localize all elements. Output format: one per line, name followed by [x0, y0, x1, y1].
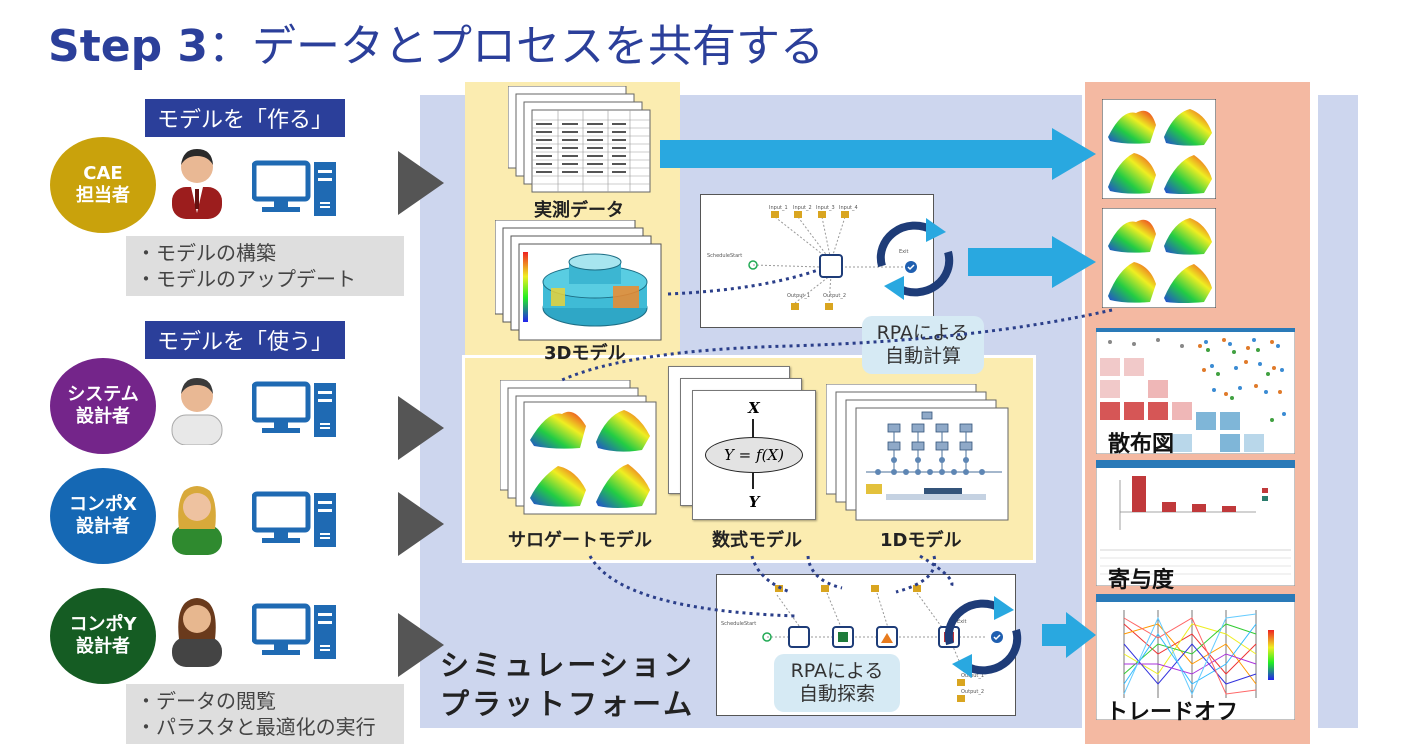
system-designer-badge: システム 設計者: [50, 358, 156, 454]
flow-triangle: [398, 151, 444, 215]
use-model-header: モデルを「使う」: [145, 321, 346, 359]
svg-text:Output_2: Output_2: [823, 293, 846, 299]
contribution-chart: [1096, 460, 1295, 586]
flow-triangle: [398, 396, 444, 460]
svg-text:ScheduleStart: ScheduleStart: [721, 621, 756, 627]
math-model-card: X Y = f(X) Y: [692, 390, 816, 520]
scatter-matrix-plot: [1096, 328, 1295, 454]
use-task-list: データの閲覧 パラスタと最適化の実行: [126, 684, 404, 744]
compy-designer-badge: コンポY 設計者: [50, 588, 156, 684]
page-title: Step 3：データとプロセスを共有する: [48, 21, 824, 72]
computer-icon: [252, 603, 338, 661]
measured-data-sheets: [508, 86, 658, 198]
cycle-arrows-icon: [868, 216, 962, 302]
svg-text:Output_1: Output_1: [787, 293, 810, 299]
cae-engineer-badge: CAE 担当者: [50, 137, 156, 233]
svg-text:Output_2: Output_2: [961, 689, 984, 695]
user-white-icon: [168, 373, 226, 445]
svg-text:Input_1: Input_1: [769, 205, 788, 211]
compx-designer-badge: コンポX 設計者: [50, 468, 156, 564]
3d-model-label: 3Dモデル: [544, 343, 626, 364]
svg-text:Exit: Exit: [899, 249, 909, 255]
svg-text:Input_4: Input_4: [839, 205, 858, 211]
svg-text:Input_3: Input_3: [816, 205, 835, 211]
flow-arrow: [660, 128, 1098, 180]
rpa-calc-bubble: RPAによる 自動計算: [862, 316, 984, 374]
tradeoff-result-label: トレードオフ: [1106, 700, 1239, 725]
task-item: モデルのアップデート: [136, 266, 394, 292]
1d-model-label: 1Dモデル: [880, 530, 962, 551]
measured-data-label: 実測データ: [534, 200, 624, 221]
task-item: パラスタと最適化の実行: [136, 714, 394, 740]
flow-triangle: [398, 492, 444, 556]
svg-text:Exit: Exit: [957, 619, 967, 625]
flow-triangle: [398, 613, 444, 677]
task-item: モデルの構築: [136, 240, 394, 266]
math-arrow: [752, 419, 754, 437]
svg-text:ScheduleStart: ScheduleStart: [707, 253, 742, 259]
task-item: データの閲覧: [136, 688, 394, 714]
result-surface-plots-1: [1102, 99, 1216, 199]
surrogate-model-plots: [500, 380, 660, 520]
surrogate-model-label: サロゲートモデル: [508, 530, 652, 551]
computer-icon: [252, 491, 338, 549]
math-input-x: X: [748, 399, 760, 417]
rpa-search-bubble: RPAによる 自動探索: [774, 654, 900, 712]
flow-arrow: [1042, 612, 1098, 658]
math-function-node: Y = f(X): [705, 437, 803, 473]
user-green-icon: [168, 483, 226, 555]
math-arrow: [752, 473, 754, 489]
scatter-result-label: 散布図: [1108, 432, 1175, 457]
contribution-result-label: 寄与度: [1108, 568, 1175, 593]
flow-arrow: [968, 236, 1098, 288]
platform-right-strip: [1318, 95, 1358, 728]
3d-model-screens: [495, 220, 665, 342]
computer-icon: [252, 381, 338, 439]
result-surface-plots-2: [1102, 208, 1216, 308]
make-model-header: モデルを「作る」: [145, 99, 346, 137]
user-brown-icon: [168, 595, 226, 667]
svg-text:Output_1: Output_1: [961, 673, 984, 679]
tradeoff-parallel-plot: [1096, 594, 1295, 720]
math-output-y: Y: [748, 493, 760, 511]
computer-icon: [252, 160, 338, 218]
engineer-red-icon: [168, 143, 226, 219]
cycle-arrows-icon: [936, 594, 1030, 680]
svg-text:Input_2: Input_2: [793, 205, 812, 211]
math-model-label: 数式モデル: [712, 530, 802, 551]
make-task-list: モデルの構築 モデルのアップデート: [126, 236, 404, 296]
platform-label: シミュレーション プラットフォーム: [440, 648, 696, 722]
1d-model-diagrams: [826, 384, 1010, 522]
